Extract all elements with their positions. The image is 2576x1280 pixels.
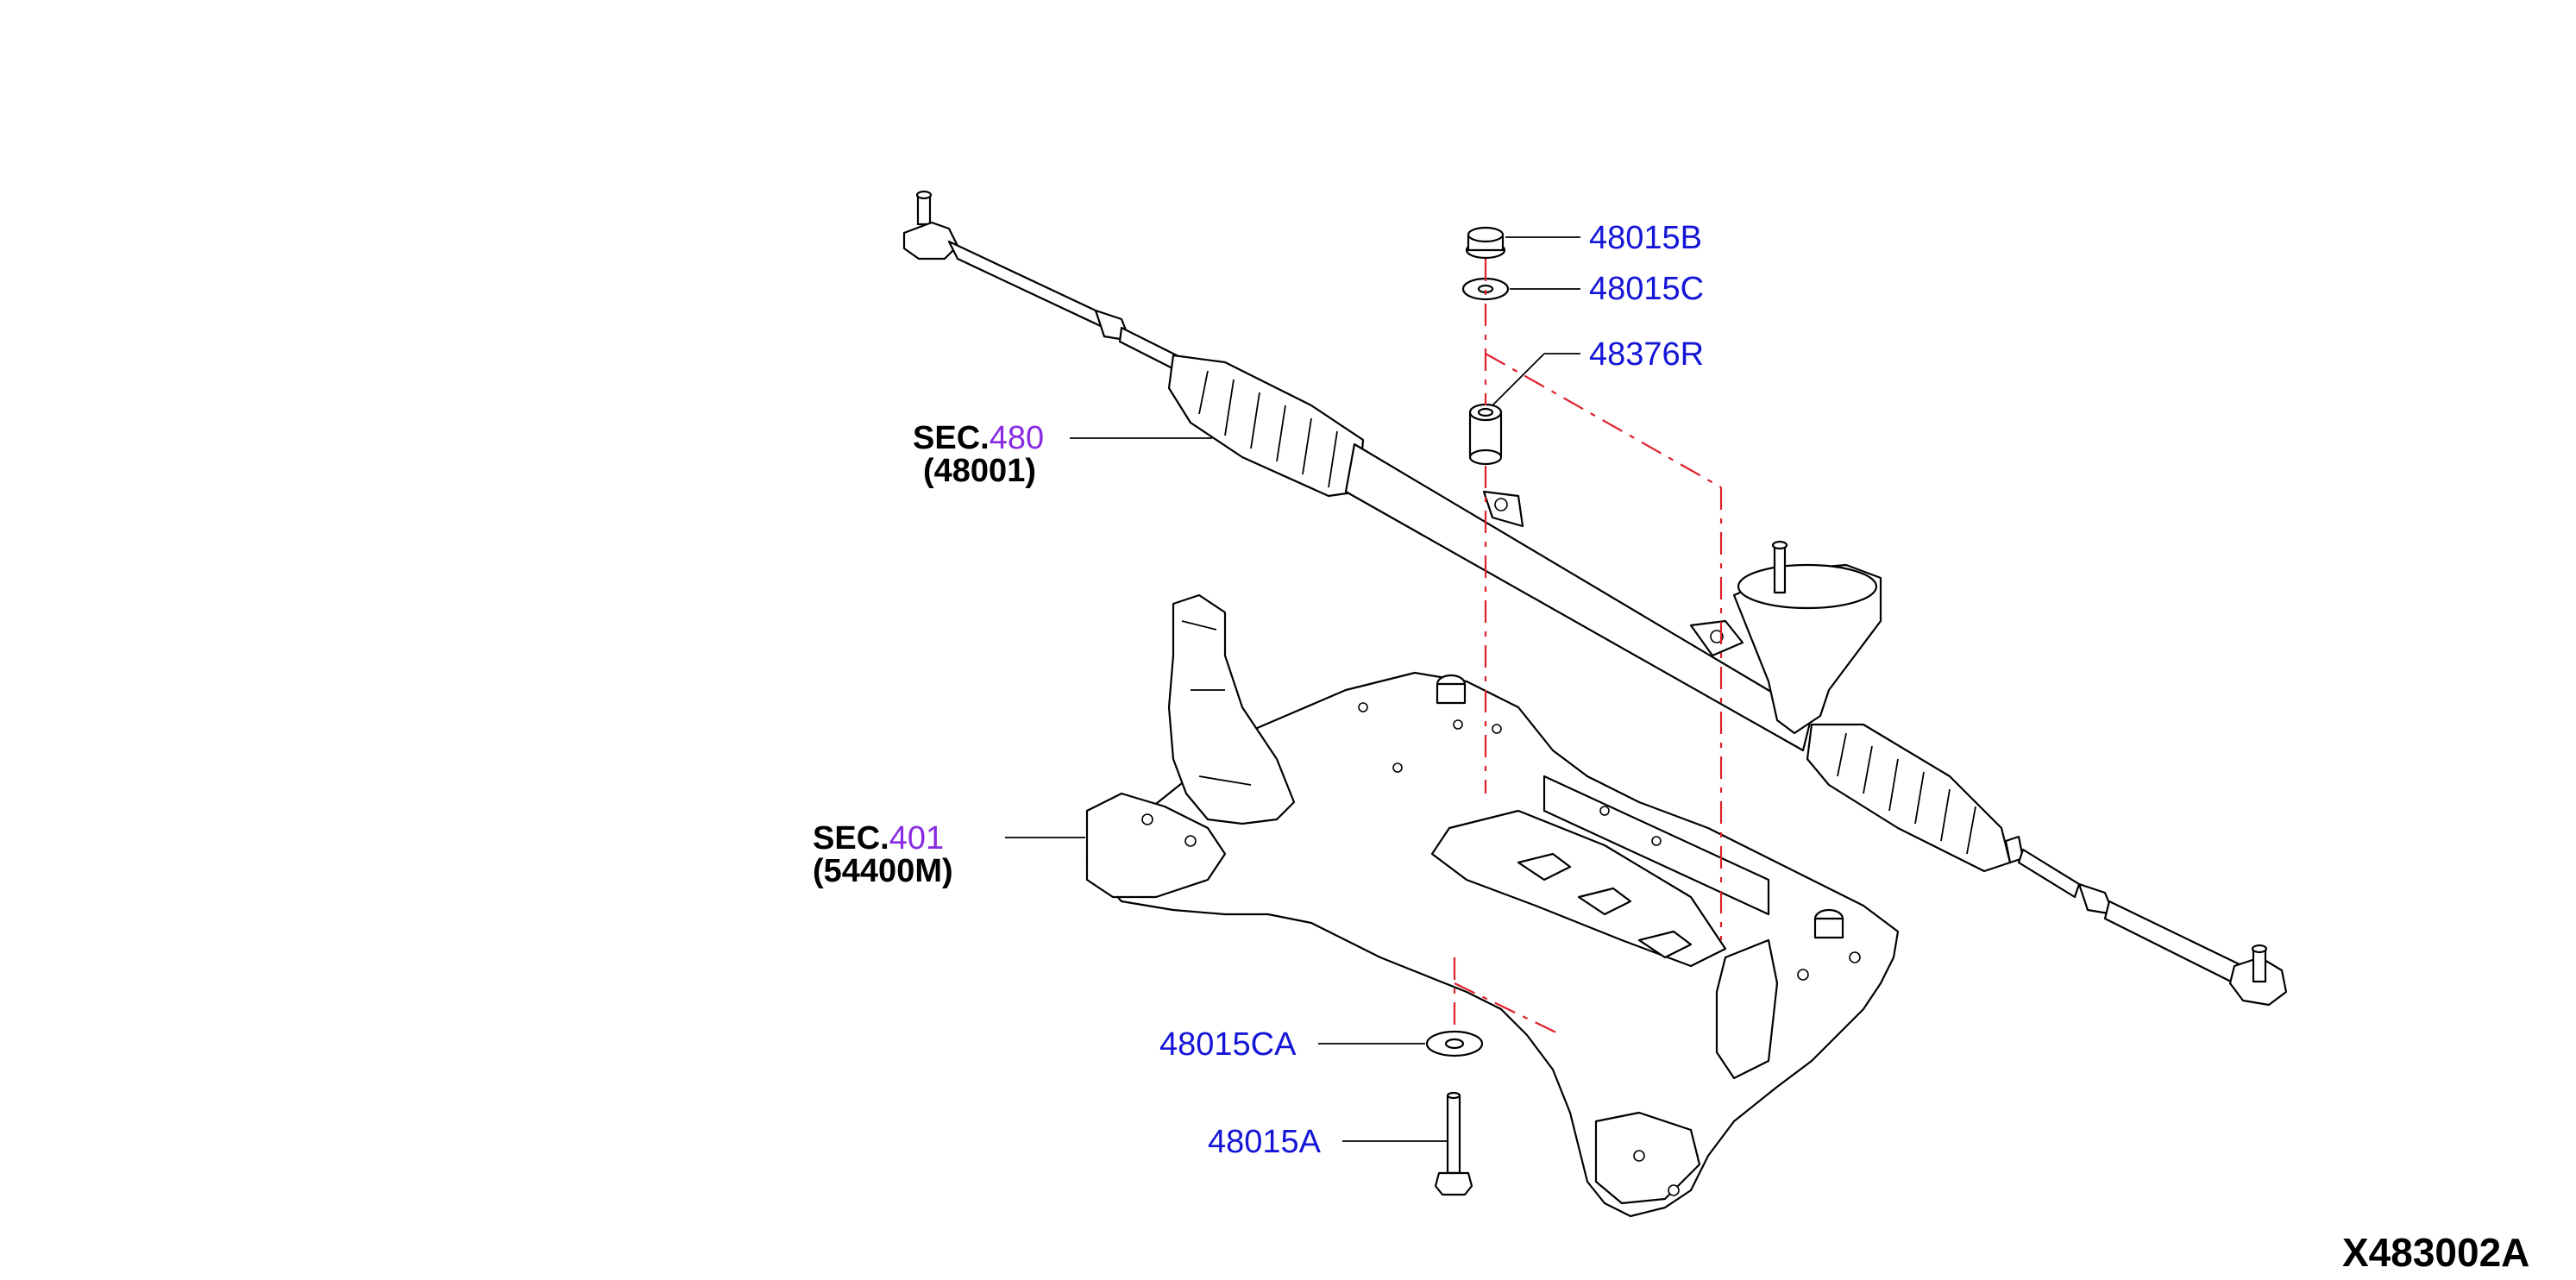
section-number: 401 — [889, 820, 944, 856]
bushing-48376R-drawing — [1468, 403, 1503, 466]
steering-gear-drawing — [902, 190, 2288, 1007]
section-ref-crossmember: SEC.401 — [813, 820, 944, 856]
leader-lines — [1005, 236, 1580, 1142]
label-48015B: 48015B — [1589, 220, 1702, 256]
section-part-steering-gear: (48001) — [923, 453, 1036, 489]
section-prefix: SEC. — [813, 820, 889, 856]
label-48015A: 48015A — [1208, 1124, 1322, 1160]
label-48015CA: 48015CA — [1159, 1026, 1297, 1063]
section-ref-steering-gear: SEC.480 — [913, 420, 1044, 456]
label-48376R: 48376R — [1589, 336, 1704, 373]
label-48015C: 48015C — [1589, 271, 1704, 307]
section-prefix: SEC. — [913, 420, 990, 456]
washer-48015C-drawing — [1461, 277, 1510, 301]
section-part-crossmember: (54400M) — [813, 853, 953, 889]
phantom-lines — [1453, 259, 1723, 1036]
section-number: 480 — [990, 420, 1044, 456]
nut-48015B-drawing — [1465, 226, 1506, 260]
washer-48015CA-drawing — [1425, 1030, 1484, 1057]
crossmember-drawing — [1085, 593, 1900, 1218]
diagram-code: X483002A — [2342, 1230, 2529, 1275]
bolt-48015A-drawing — [1434, 1091, 1473, 1196]
